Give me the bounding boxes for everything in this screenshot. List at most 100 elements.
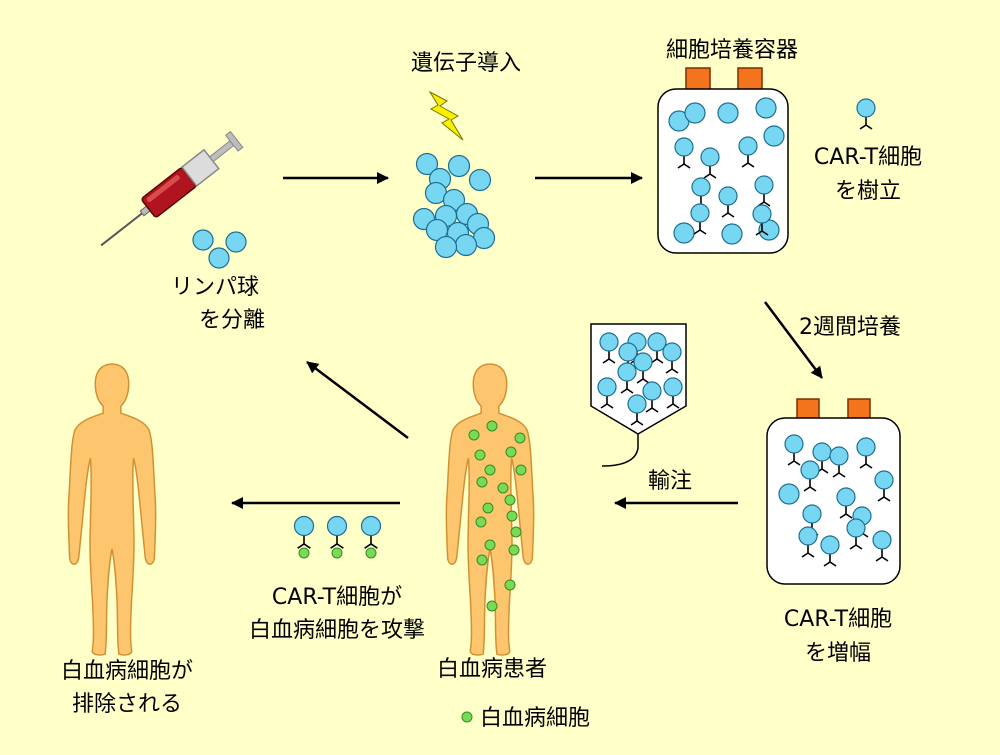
vessel-cap-left (685, 67, 711, 91)
car-t-cells (293, 98, 894, 567)
leukemia-cell (476, 554, 488, 566)
label-lymphocyte-1: リンパ球 (171, 275, 259, 300)
car-t-cell-icon (599, 332, 619, 364)
syringe-icon (100, 130, 244, 247)
leukemia-cell (482, 502, 494, 514)
label-lymphocyte-2: を分離 (199, 308, 265, 333)
car-t-cell-icon (738, 136, 758, 168)
infusion-tube (601, 434, 639, 467)
lymphocyte-cell (763, 125, 785, 147)
car-t-cell-icon (700, 147, 720, 179)
leukemia-cell (486, 420, 498, 432)
leukemia-cell (476, 476, 488, 488)
car-t-cell-icon (846, 518, 866, 550)
lightning-icon (428, 90, 464, 141)
leukemia-cell (497, 482, 509, 494)
labels: 遺伝子導入 細胞培養容器 CAR-T細胞 を樹立 リンパ球 を分離 2週間培養 … (61, 38, 922, 717)
label-attack-2: 白血病細胞を攻撃 (249, 618, 425, 643)
leukemia-cell (331, 547, 343, 559)
lymphocyte-cell (434, 235, 458, 259)
car-t-cell-icon (874, 470, 894, 502)
legend-leukemia-dot (461, 711, 473, 723)
label-gene-transfer: 遺伝子導入 (411, 51, 521, 76)
lymphocyte-cell (755, 97, 777, 119)
lymphocyte-cell (454, 233, 478, 257)
leukemia-cell (475, 516, 487, 528)
leukemia-cell (508, 544, 520, 556)
process-arrows (231, 172, 823, 509)
legend-leukemia-label: 白血病細胞 (480, 706, 590, 731)
label-eliminated-1: 白血病細胞が (61, 659, 193, 684)
recovered-figure (67, 363, 157, 656)
label-car-t-expand-2: を増幅 (805, 641, 871, 666)
leukemia-cell (506, 510, 518, 522)
label-car-t-establish-2: を樹立 (835, 179, 901, 204)
car-t-cell-icon (617, 362, 637, 394)
car-t-cell-icon (633, 352, 653, 384)
label-infusion: 輸注 (648, 469, 692, 494)
leukemia-cell (298, 547, 310, 559)
car-t-cell-icon (674, 137, 694, 169)
infusion-bag-icon (590, 323, 687, 467)
lymphocyte-cell (717, 102, 739, 124)
car-t-cell-icon (690, 203, 710, 235)
car-t-cell-icon (597, 377, 617, 409)
vessel-cap-left (796, 398, 820, 420)
car-t-cell-icon (872, 530, 892, 562)
label-attack-1: CAR-T細胞が (272, 585, 402, 610)
lymphocyte-cell (225, 231, 247, 253)
label-two-week-culture: 2週間培養 (799, 315, 901, 340)
car-t-cell-icon (662, 342, 682, 374)
label-eliminated-2: 排除される (72, 692, 182, 717)
lymphocyte-cells (192, 97, 800, 505)
car-t-cell-icon (293, 515, 315, 549)
car-t-cell-icon (360, 515, 382, 549)
leukemia-cell (474, 449, 486, 461)
lymphocyte-cell (778, 483, 800, 505)
leukemia-cell (365, 547, 377, 559)
label-car-t-establish-1: CAR-T細胞 (814, 145, 922, 170)
lymphocyte-cell (415, 152, 439, 176)
car-t-cell-icon (856, 437, 876, 469)
legend: 白血病細胞 (461, 706, 590, 731)
label-car-t-expand-1: CAR-T細胞 (784, 607, 892, 632)
vessel-cap-right (737, 67, 763, 91)
leukemia-cell (504, 494, 516, 506)
lymphocyte-cell (684, 102, 706, 124)
car-t-cell-icon (718, 186, 738, 218)
lymphocyte-cell (721, 223, 743, 245)
car-t-cell-icon (784, 434, 804, 466)
leukemia-cell (504, 579, 516, 591)
leukemia-cells (298, 420, 527, 612)
car-t-cell-icon (836, 487, 856, 519)
car-t-cell-icon (326, 515, 348, 549)
car-t-cell-icon (754, 175, 774, 207)
lymphocyte-cell (673, 222, 695, 244)
lymphocyte-cell (192, 229, 214, 251)
car-t-cell-icon (820, 535, 840, 567)
car-t-cell-icon (856, 98, 876, 130)
leukemia-cell (484, 464, 496, 476)
car-t-cell-icon (752, 204, 772, 236)
leukemia-cell (486, 600, 498, 612)
leukemia-cell (510, 526, 522, 538)
car-t-cell-icon (829, 446, 849, 478)
car-t-cell-icon (647, 332, 667, 364)
infusion-bag-body (590, 323, 687, 435)
lymphocyte-cell (447, 154, 471, 178)
car-t-cell-icon (663, 377, 683, 409)
vessel-cap-right (847, 398, 871, 420)
leukemia-cell (505, 446, 517, 458)
arrow-culture-two-weeks (764, 301, 823, 379)
lymphocyte-cell (468, 168, 492, 192)
leukemia-cell (484, 539, 496, 551)
car-t-cell-icon (798, 526, 818, 558)
leukemia-cell (468, 429, 480, 441)
arrow-patient-to-lymph (306, 361, 409, 439)
label-culture-vessel: 細胞培養容器 (666, 38, 798, 63)
leukemia-cell (514, 432, 526, 444)
leukemia-cell (515, 464, 527, 476)
label-patient: 白血病患者 (437, 657, 547, 682)
car-t-cell-icon (627, 394, 647, 426)
